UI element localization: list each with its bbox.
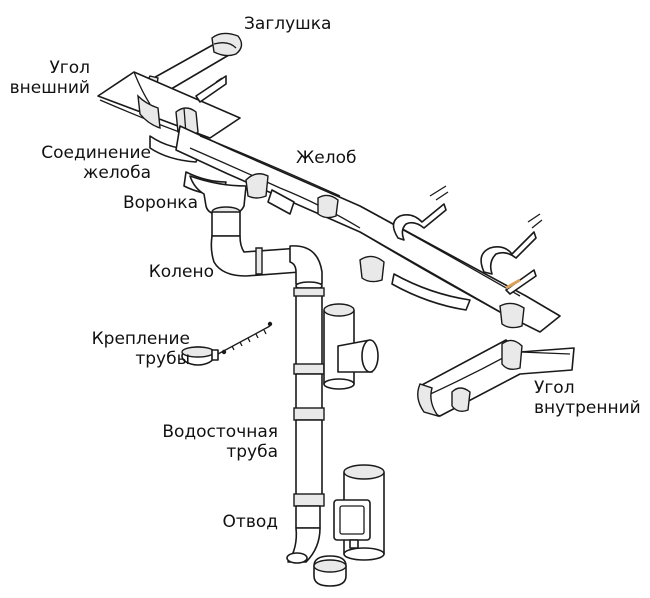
label-downpipe-line2: труба: [226, 442, 278, 462]
outer-corner-gutter: [97, 71, 241, 143]
label-inner-corner-line2: внутренний: [534, 398, 641, 418]
outlet-bend: [286, 527, 347, 587]
gutter-brackets: [392, 185, 543, 295]
label-outer-corner-line1: Угол: [49, 58, 90, 78]
label-pipe-clamp-line1: Крепление: [91, 329, 190, 349]
label-outer-corner-line2: внешний: [9, 78, 90, 98]
label-downpipe: Водосточная труба: [162, 422, 278, 462]
label-gutter-connector-line2: желоба: [83, 163, 151, 183]
label-outer-corner: Угол внешний: [10, 58, 90, 98]
label-pipe-clamp: Крепление трубы: [92, 329, 190, 369]
label-inner-corner: Угол внутренний: [534, 378, 641, 418]
label-outlet: Отвод: [223, 512, 278, 532]
label-elbow: Колено: [149, 262, 214, 282]
label-outlet-line1: Отвод: [222, 512, 278, 532]
label-gutter-connector: Соединение желоба: [41, 143, 151, 183]
label-inner-corner-line1: Угол: [534, 378, 575, 398]
label-end-cap-line1: Заглушка: [244, 14, 332, 34]
label-funnel: Воронка: [123, 193, 198, 213]
label-gutter: Желоб: [296, 148, 357, 168]
label-downpipe-line1: Водосточная: [162, 422, 278, 442]
pipe-clamp: [181, 321, 273, 366]
inner-corner-gutter: [417, 339, 575, 418]
tee-pipe: [323, 303, 379, 390]
revision-pipe: [333, 464, 385, 561]
label-gutter-connector-line1: Соединение: [41, 143, 151, 163]
label-end-cap: Заглушка: [244, 14, 331, 34]
label-funnel-line1: Воронка: [122, 193, 198, 213]
label-elbow-line1: Колено: [148, 262, 214, 282]
label-gutter-line1: Желоб: [296, 148, 357, 168]
main-gutter: [175, 125, 561, 333]
funnel-and-elbow: [189, 175, 323, 291]
label-pipe-clamp-line2: трубы: [135, 349, 190, 369]
downpipe-column: [293, 287, 325, 529]
